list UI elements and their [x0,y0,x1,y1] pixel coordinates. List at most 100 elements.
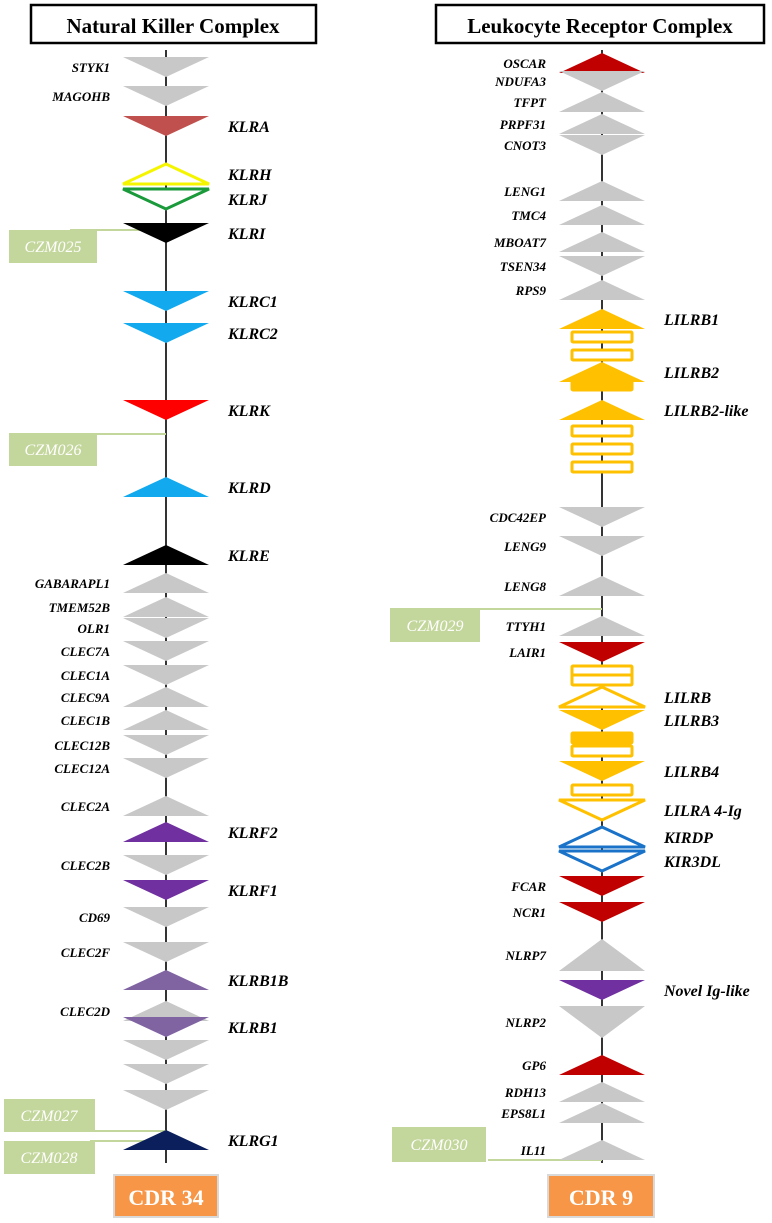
nkc-gene-label: CLEC2D [60,1004,110,1019]
lrc-gene-label: LENG8 [503,579,546,594]
nkc-gene-klrb1b-arrow-26 [123,970,209,990]
lrc-gene-label: LILRB1 [663,312,719,329]
nkc-gene-label: CLEC2B [61,858,110,873]
lrc-gene-ncr1-arrow-36 [559,902,645,922]
czm025-label: CZM025 [25,239,82,256]
nkc-gene-clec1b-arrow-17 [123,710,209,730]
nkc-footer-box [113,1174,219,1218]
nkc-gene-label: CLEC1B [61,713,110,728]
nkc-gene-styk1-arrow-0 [123,57,209,77]
nkc-footer: CDR 34 [128,1185,203,1210]
czm029-label: CZM029 [407,618,464,635]
lrc-footer-box [547,1174,655,1218]
nkc-gene-magohb-arrow-1 [123,86,209,106]
lrc-gene-label: Novel Ig-like [663,983,750,1000]
lrc-gene-leng8-arrow-21 [559,576,645,596]
lrc-gene-lilrb-arrow-26 [558,685,646,709]
nkc-title: Natural Killer Complex [66,14,280,38]
nkc-gene-clec12b-arrow-18 [123,735,209,755]
nkc-gene-label: KLRF1 [227,883,278,900]
lrc-gene-label: NLRP7 [505,948,547,963]
lrc-gene-label: TMC4 [511,208,546,223]
nkc-gene-label: CLEC2A [61,799,110,814]
lrc-gene-tmc4-arrow-6 [559,205,645,225]
lrc-gene-label: NLRP2 [505,1015,547,1030]
lrc-gene-cdc42ep-arrow-19 [559,507,645,527]
lrc-gene-unlabeled-exon-box-31 [570,783,634,797]
nkc-gene-label: TMEM52B [49,600,111,615]
nkc-gene-klri-arrow-5 [123,223,209,243]
lrc-gene-mboat7-arrow-7 [559,232,645,252]
lrc-gene-label: NDUFA3 [494,74,546,89]
nkc-gene-label: KLRC2 [227,326,278,343]
lrc-gene-label: NCR1 [512,905,546,920]
nkc-gene-label: KLRD [227,480,271,497]
lrc-gene-label: MBOAT7 [493,235,547,250]
lrc-gene-label: LILRA 4-Ig [663,803,742,820]
lrc-gene-il11-arrow-43 [559,1140,645,1160]
lrc-gene-nlrp2-arrow-39 [559,1006,645,1038]
lrc-gene-kirdp-arrow-33 [558,825,646,849]
nkc-gene-label: KLRH [227,167,272,184]
lrc-gene-label: KIRDP [663,830,713,847]
nkc-gene-label: CLEC1A [61,668,110,683]
lrc-gene-label: TTYH1 [506,619,546,634]
czm028-label: CZM028 [21,1150,78,1167]
lrc-gene-lilrb3-arrow-27 [559,710,645,730]
nkc-gene-clec2a-arrow-20 [123,796,209,816]
lrc-gene-unlabeled-exon-box-25 [570,673,634,687]
lrc-gene-label: EPS8L1 [500,1106,546,1121]
lrc-gene-rps9-arrow-9 [559,280,645,300]
nkc-gene-clec7a-arrow-14 [123,641,209,661]
nkc-gene-clec9a-arrow-16 [123,687,209,707]
nkc-gene-label: KLRF2 [227,825,278,842]
lrc-gene-label: IL11 [520,1143,546,1158]
lrc-gene-leng1-arrow-5 [559,181,645,201]
lrc-gene-lair1-arrow-23 [559,642,645,662]
lrc-gene-label: TSEN34 [500,259,547,274]
lrc-title: Leukocyte Receptor Complex [467,14,733,38]
nkc-gene-label: CLEC12A [54,761,110,776]
lrc-gene-label: TFPT [514,95,548,110]
nkc-gene-unlabeled-arrow-29 [123,1040,209,1060]
nkc-gene-label: KLRE [227,548,270,565]
lrc-gene-nlrp7-arrow-37 [559,939,645,971]
nkc-gene-klrc2-arrow-7 [123,323,209,343]
lrc-footer: CDR 9 [569,1185,633,1210]
lrc-gene-tsen34-arrow-8 [559,256,645,276]
nkc-gene-clec2f-arrow-25 [123,942,209,962]
nkc-gene-klre-arrow-10 [123,545,209,565]
lrc-gene-lilrb2-like-arrow-15 [559,400,645,420]
lrc-gene-prpf31-arrow-3 [559,114,645,134]
czm025-box [9,230,97,263]
czm030-label: CZM030 [411,1137,468,1154]
lrc-gene-label: LILRB2 [663,365,719,382]
lrc-gene-label: OSCAR [503,56,546,71]
nkc-gene-klrg1-arrow-32 [123,1130,209,1150]
lrc-gene-label: LILRB3 [663,713,719,730]
lrc-gene-unlabeled-exon-box-18 [570,460,634,474]
lrc-gene-eps8l1-arrow-42 [559,1103,645,1123]
nkc-gene-label: KLRB1B [227,973,289,990]
nkc-gene-label: CD69 [79,910,111,925]
nkc-gene-label: CLEC2F [61,945,110,960]
lrc-gene-unlabeled-exon-box-16 [570,424,634,438]
lrc-gene-label: LENG1 [503,184,546,199]
lrc-gene-label: CDC42EP [490,510,547,525]
lrc-gene-ttyh1-arrow-22 [559,616,645,636]
nkc-gene-klrf1-arrow-23 [123,880,209,900]
nkc-gene-track: STYK1MAGOHBKLRAKLRHKLRJKLRIKLRC1KLRC2KLR… [35,57,289,1150]
lrc-gene-lilrb1-arrow-10 [559,309,645,329]
lrc-gene-lilra-4-ig-arrow-32 [558,798,646,822]
nkc-gene-label: CLEC7A [61,644,110,659]
nkc-gene-klrc1-arrow-6 [123,291,209,311]
lrc-gene-gp6-arrow-40 [559,1055,645,1075]
nkc-gene-label: KLRI [227,226,266,243]
nkc-gene-label: KLRA [227,119,270,136]
nkc-gene-gabarapl1-arrow-11 [123,573,209,593]
nkc-gene-label: CLEC12B [54,738,110,753]
nkc-gene-clec1a-arrow-15 [123,665,209,685]
nkc-gene-clec12a-arrow-19 [123,758,209,778]
nkc-gene-klra-arrow-2 [123,116,209,136]
